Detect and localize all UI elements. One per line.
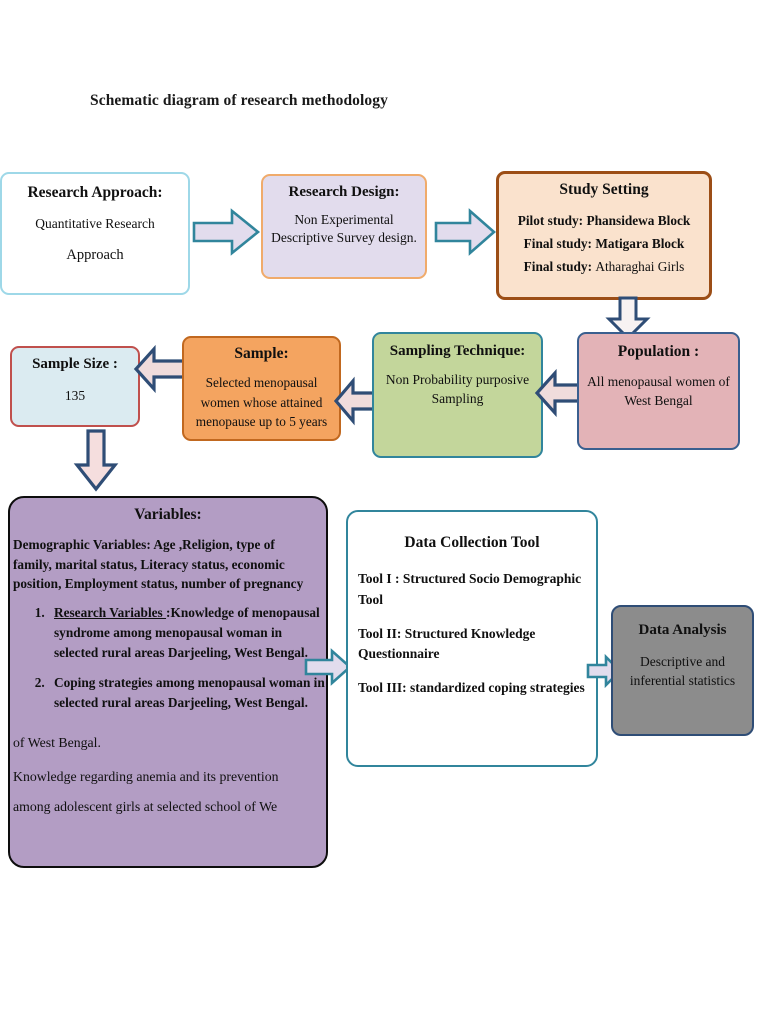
node-research-approach-line2: Approach <box>66 246 124 263</box>
node-variables-tail3: among adolescent girls at selected schoo… <box>13 799 278 815</box>
node-variables-tail1: of West Bengal. <box>13 734 101 750</box>
node-study-setting: Study Setting Pilot study: Phansidewa Bl… <box>496 171 712 300</box>
node-research-approach-line1: Quantitative Research <box>35 216 155 232</box>
node-sample-size: Sample Size : 135 <box>10 346 140 427</box>
arrow-variables-to-data-collection-tool <box>304 648 352 686</box>
arrow-setting-to-population <box>605 296 651 341</box>
pilot-study-value: Phansidewa Block <box>586 213 691 229</box>
node-data-analysis-heading: Data Analysis <box>638 622 727 638</box>
tool-1: Tool I : Structured Socio Demographic To… <box>358 571 582 607</box>
node-research-approach: Research Approach: Quantitative Research… <box>0 172 190 295</box>
node-study-setting-line1: Pilot study: Phansidewa Block <box>518 213 691 229</box>
node-variables-list: Research Variables :Knowledge of menopau… <box>10 603 326 717</box>
node-study-setting-line3: Final study: Atharaghai Girls <box>524 259 685 275</box>
final-study-value-1: Matigara Block <box>595 236 685 252</box>
final-study-label-2: Final study: <box>523 259 593 275</box>
node-data-analysis: Data Analysis Descriptive and inferentia… <box>611 605 754 736</box>
tool-2: Tool II: Structured Knowledge Questionna… <box>358 625 536 662</box>
node-data-collection-tool-heading: Data Collection Tool <box>404 534 540 551</box>
node-data-analysis-body: Descriptive and inferential statistics <box>629 653 736 688</box>
arrow-design-to-setting <box>434 207 496 257</box>
node-research-design-body: Non Experimental Descriptive Survey desi… <box>271 211 417 246</box>
page-title: Schematic diagram of research methodolog… <box>90 92 388 109</box>
list-item: Coping strategies among menopausal woman… <box>48 673 326 713</box>
final-study-label-1: Final study: <box>523 236 592 252</box>
coping-strategies-text: Coping strategies among menopausal woman… <box>54 674 325 710</box>
node-sampling-technique-heading: Sampling Technique: <box>389 343 526 359</box>
arrow-approach-to-design <box>192 207 261 257</box>
arrow-population-to-sampling-technique <box>534 368 583 418</box>
node-sample-body: Selected menopausal women whose attained… <box>195 375 328 430</box>
list-item: Research Variables :Knowledge of menopau… <box>48 603 326 663</box>
tool-3: Tool III: standardized coping strategies <box>358 680 585 696</box>
node-sampling-technique-body: Non Probability purposive Sampling <box>385 371 530 406</box>
node-study-setting-heading: Study Setting <box>559 181 649 198</box>
pilot-study-label: Pilot study: <box>517 213 584 229</box>
node-sample-size-heading: Sample Size : <box>32 356 118 372</box>
node-research-design-heading: Research Design: <box>288 184 400 200</box>
node-sampling-technique: Sampling Technique: Non Probability purp… <box>372 332 543 458</box>
node-population-body: All menopausal women of West Bengal <box>587 374 730 409</box>
research-variables-label: Research Variables <box>54 605 167 621</box>
arrow-sample-size-to-variables <box>73 429 119 492</box>
node-sample-size-value: 135 <box>64 387 86 403</box>
node-variables: Variables: Demographic Variables: Age ,R… <box>8 496 328 868</box>
node-research-approach-heading: Research Approach: <box>27 184 163 201</box>
node-population: Population : All menopausal women of Wes… <box>577 332 740 450</box>
node-sample-heading: Sample: <box>234 345 289 362</box>
research-variables-text: :Knowledge of menopausal syndrome among … <box>54 605 320 661</box>
node-study-setting-line2: Final study: Matigara Block <box>524 236 685 252</box>
node-variables-demographic: Demographic Variables: Age ,Religion, ty… <box>13 537 304 591</box>
node-variables-tail2: Knowledge regarding anemia and its preve… <box>13 768 279 784</box>
node-research-design: Research Design: Non Experimental Descri… <box>261 174 427 279</box>
node-data-collection-tool: Data Collection Tool Tool I : Structured… <box>346 510 598 767</box>
node-variables-heading: Variables: <box>134 506 202 523</box>
node-population-heading: Population : <box>617 343 700 360</box>
node-sample: Sample: Selected menopausal women whose … <box>182 336 341 441</box>
final-study-value-2: Atharaghai Girls <box>595 259 685 275</box>
